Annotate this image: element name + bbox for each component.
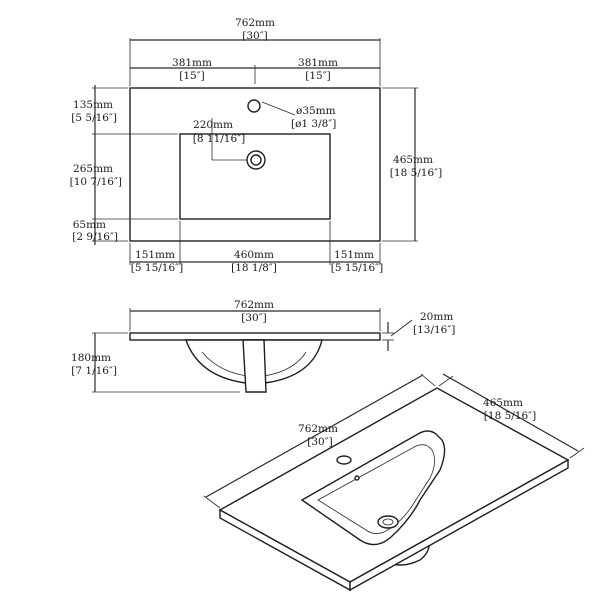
hole-leader (261, 101, 296, 116)
label-side-left-mm: 151mm (135, 249, 175, 261)
label-front-width-mm: 762mm (234, 299, 274, 311)
top-view: 762mm [30″] 381mm [15″] 381mm [15″] 135m… (70, 17, 443, 274)
top-view-drain-inner (250, 154, 262, 166)
label-front-width-in: [30″] (241, 312, 266, 324)
front-view-drain-pipe (242, 339, 267, 393)
dim-ext (420, 373, 436, 387)
iso-view: 762mm [30″] 465mm [18 5/16″] (203, 373, 585, 592)
thickness-leader (390, 319, 413, 337)
label-top-to-hole-in: [5 5/16″] (71, 112, 117, 124)
label-hole-diameter-in: [ø1 3/8″] (291, 118, 336, 130)
label-overall-depth-in: [18 5/16″] (390, 167, 442, 179)
label-front-height-mm: 180mm (71, 352, 111, 364)
iso-bowl (300, 430, 446, 546)
label-side-left-in: [5 15/16″] (131, 262, 183, 274)
label-bowl-width-mm: 460mm (234, 249, 274, 261)
iso-overflow-hole (354, 475, 360, 481)
iso-drain-inner (382, 518, 394, 526)
label-bottom-margin-in: [2 9/16″] (72, 231, 118, 243)
iso-countertop-side-edge (349, 458, 569, 592)
label-drain-offset-in: [8 11/16″] (193, 133, 245, 145)
label-iso-width-mm: 762mm (298, 423, 338, 435)
label-iso-width-in: [30″] (307, 436, 332, 448)
label-side-right-mm: 151mm (334, 249, 374, 261)
label-overall-width-mm: 762mm (235, 17, 275, 29)
iso-drain-outer (377, 515, 399, 529)
iso-bowl-inner (317, 444, 435, 534)
label-bowl-depth-in: [10 7/16″] (70, 176, 122, 188)
front-view: 762mm [30″] 20mm [13/16″] 180mm [7 1/16″… (71, 299, 455, 393)
label-hole-diameter-mm: ø35mm (296, 105, 336, 117)
iso-faucet-hole (336, 455, 352, 465)
label-half-left-mm: 381mm (172, 57, 212, 69)
dim-line-iso-depth (442, 373, 579, 452)
label-bottom-margin-mm: 65mm (73, 219, 106, 231)
label-half-right-mm: 381mm (298, 57, 338, 69)
label-front-height-in: [7 1/16″] (71, 365, 117, 377)
label-overall-depth-mm: 465mm (393, 154, 433, 166)
label-bowl-depth-mm: 265mm (73, 163, 113, 175)
label-thickness-mm: 20mm (420, 311, 453, 323)
front-view-countertop-edge (129, 332, 381, 341)
label-thickness-in: [13/16″] (413, 324, 455, 336)
label-iso-depth-mm: 465mm (483, 397, 523, 409)
dim-ext (569, 447, 585, 459)
label-half-left-in: [15″] (179, 70, 204, 82)
label-top-to-hole-mm: 135mm (73, 99, 113, 111)
label-drain-offset-mm: 220mm (193, 119, 233, 131)
top-view-bowl-outline (179, 133, 331, 220)
dim-ext (438, 375, 454, 387)
dim-ext (203, 495, 221, 509)
label-bowl-width-in: [18 1/8″] (231, 262, 277, 274)
label-overall-width-in: [30″] (242, 30, 267, 42)
label-side-right-in: [5 15/16″] (331, 262, 383, 274)
top-view-faucet-hole (247, 99, 261, 113)
label-iso-depth-in: [18 5/16″] (484, 410, 536, 422)
label-half-right-in: [15″] (305, 70, 330, 82)
dim-line-iso-width (205, 374, 424, 498)
